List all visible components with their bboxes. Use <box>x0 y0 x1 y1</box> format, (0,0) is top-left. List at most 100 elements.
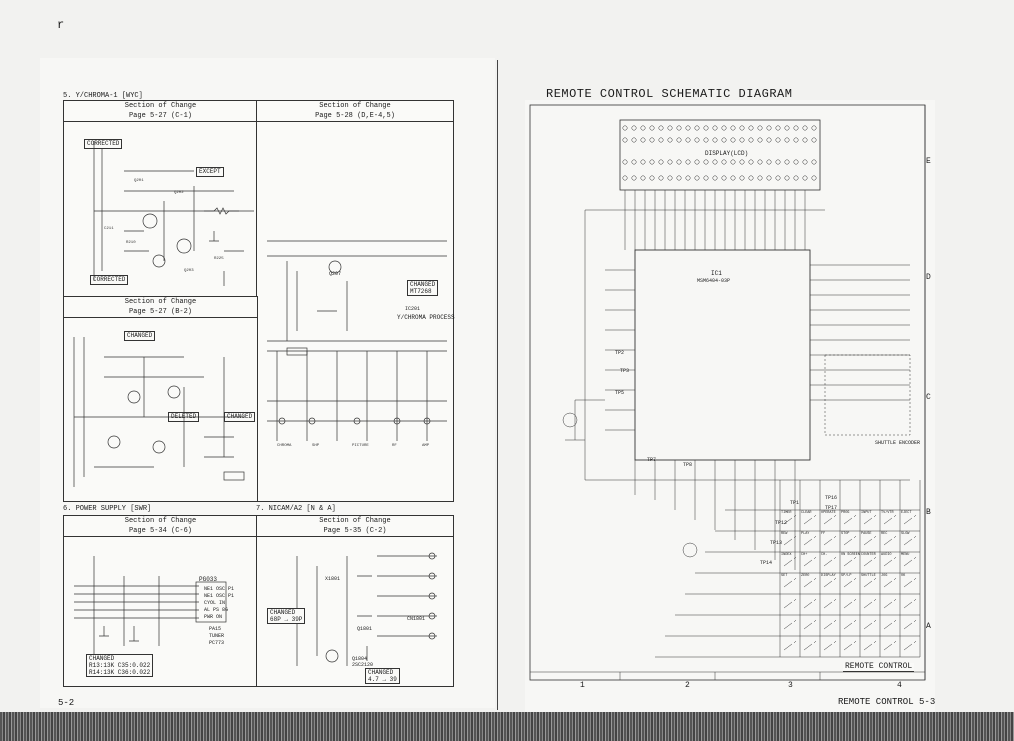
right-page: DISPLAY(LCD) IC1 MSM6404-03P SHUTTLE ENC… <box>525 100 935 740</box>
grid-row-c: C <box>926 393 931 402</box>
ychroma-process-label: Y/CHROMA PROCESS <box>397 314 455 321</box>
x1801-label: X1801 <box>325 576 341 582</box>
pin-label-2: NE1 OSC P1 <box>204 593 235 599</box>
grid-col-3: 3 <box>788 681 793 690</box>
grid-row-b: B <box>926 508 931 517</box>
tp13-label: TP13 <box>770 540 783 546</box>
section5-sub-page: Page 5-27 (B-2) <box>64 307 257 318</box>
svg-text:R225: R225 <box>214 257 224 261</box>
section6-box: Section of Change Page 5-34 (C-6) PG033 … <box>63 515 258 687</box>
q1804-part: 2SC2120 <box>352 662 374 668</box>
key-label: PAUSE <box>861 532 872 536</box>
key-label: CH+ <box>801 553 808 557</box>
pin-label-4: AL PS 8G <box>204 607 229 613</box>
pin-label-3: CYOL IN <box>204 600 226 606</box>
section5-box-right: Section of Change Page 5-28 (D,E-4,5) CH… <box>256 100 455 502</box>
grid-row-a: A <box>926 622 931 631</box>
section5-col2-page: Page 5-28 (D,E-4,5) <box>257 111 453 122</box>
key-label: ZERO <box>801 574 810 578</box>
q1801-label: Q1801 <box>357 626 373 632</box>
pin-label-1: NE1 OSC P1 <box>204 586 235 592</box>
key-label: MENU <box>901 553 910 557</box>
page-divider <box>497 60 498 710</box>
grid-row-d: D <box>926 273 931 282</box>
key-label: REC <box>881 532 888 536</box>
except-tag: EXCEPT <box>196 167 224 177</box>
section6-title: 6. POWER SUPPLY [SWR] <box>63 505 152 513</box>
section7-changed-1-detail: 68P → 39P <box>270 616 303 623</box>
section7-changed-1-title: CHANGED <box>270 609 296 616</box>
key-label: SHUTTLE <box>861 574 876 578</box>
svg-text:R210: R210 <box>126 241 136 245</box>
key-label: OK <box>901 574 906 578</box>
section7-box: Section of Change Page 5-35 (C-2) CHANGE… <box>256 515 454 687</box>
section7-page: Page 5-35 (C-2) <box>257 526 453 537</box>
svg-text:CHROMA: CHROMA <box>277 444 292 448</box>
lcd-label: DISPLAY(LCD) <box>705 150 749 157</box>
section6-changed-title: CHANGED <box>89 655 115 662</box>
key-label: TIMER <box>781 511 792 515</box>
remote-schematic <box>529 104 926 681</box>
left-page: 5. Y/CHROMA-1 [WYC] Section of Change Pa… <box>40 58 495 708</box>
key-label: CLEAR <box>801 511 812 515</box>
section5-title: 5. Y/CHROMA-1 [WYC] <box>63 92 143 100</box>
tp7-label: TP7 <box>647 457 657 463</box>
key-label: PLAY <box>801 532 810 536</box>
key-label: SLOW <box>901 532 910 536</box>
section7-changed-2-detail: 4.7 → 39 <box>368 676 397 683</box>
tp16-label: TP16 <box>825 495 838 501</box>
scan-edge-band <box>0 712 1014 741</box>
section7-changed-2-title: CHANGED <box>368 669 394 676</box>
tp2-label: TP2 <box>615 350 625 356</box>
key-label: TV/VTR <box>881 511 894 515</box>
svg-text:AMP: AMP <box>422 444 430 448</box>
section6-changed-row2: R14:13K C36:0.022 <box>89 669 151 676</box>
tp14-label: TP14 <box>760 560 773 566</box>
ic1-part: MSM6404-03P <box>697 278 731 284</box>
key-label: OPERATE <box>821 511 836 515</box>
changed-tag-sub: CHANGED <box>124 331 156 341</box>
grid-row-e: E <box>926 157 931 166</box>
key-label: FF <box>821 532 826 536</box>
grid-col-1: 1 <box>580 681 585 690</box>
left-page-number: 5-2 <box>58 698 75 708</box>
pin-label-5: PWR ON <box>204 614 223 620</box>
section6-changed-row1: R13:13K C35:0.022 <box>89 662 151 669</box>
right-page-number: REMOTE CONTROL 5-3 <box>838 697 936 707</box>
corrected-tag: CORRECTED <box>84 139 123 149</box>
q207-label: Q207 <box>329 271 342 277</box>
key-label: COUNTER <box>861 553 876 557</box>
tp1-label: TP1 <box>790 500 800 506</box>
section5-schematic-c <box>73 337 245 487</box>
pg033-label: PG033 <box>199 576 218 583</box>
section5-col1-page: Page 5-27 (C-1) <box>64 111 257 122</box>
key-label: CH- <box>821 553 828 557</box>
section7-changed-2: CHANGED 4.7 → 39 <box>365 668 400 684</box>
tp12-label: TP12 <box>775 520 788 526</box>
svg-text:PICTURE: PICTURE <box>352 444 369 448</box>
svg-text:RF: RF <box>392 444 397 448</box>
cn1801-label: CN1801 <box>407 616 426 622</box>
svg-text:Q202: Q202 <box>174 191 184 195</box>
section6-schematic <box>74 556 227 656</box>
key-label: PROG <box>841 511 850 515</box>
mt7268-changed: CHANGED <box>410 281 436 288</box>
key-label: DISPLAY <box>821 574 836 578</box>
key-label: SP/LP <box>841 574 852 578</box>
section7-changed-1: CHANGED 68P → 39P <box>267 608 306 624</box>
svg-text:Q203: Q203 <box>184 269 194 273</box>
grid-col-2: 2 <box>685 681 690 690</box>
schematic-title: REMOTE CONTROL SCHEMATIC DIAGRAM <box>546 87 793 101</box>
tp5-label: TP5 <box>615 390 625 396</box>
svg-text:Q201: Q201 <box>134 179 144 183</box>
tp8-label: TP8 <box>683 462 693 468</box>
key-label: AUDIO <box>881 553 892 557</box>
corrected-tag-2: CORRECTED <box>90 275 129 285</box>
pin-label-7: TUNER <box>209 633 225 639</box>
svg-text:SHP: SHP <box>312 444 320 448</box>
key-label: REW <box>781 532 788 536</box>
tp3-label: TP3 <box>620 368 630 374</box>
q1804-label: Q1804 <box>352 656 368 662</box>
grid-col-4: 4 <box>897 681 902 690</box>
